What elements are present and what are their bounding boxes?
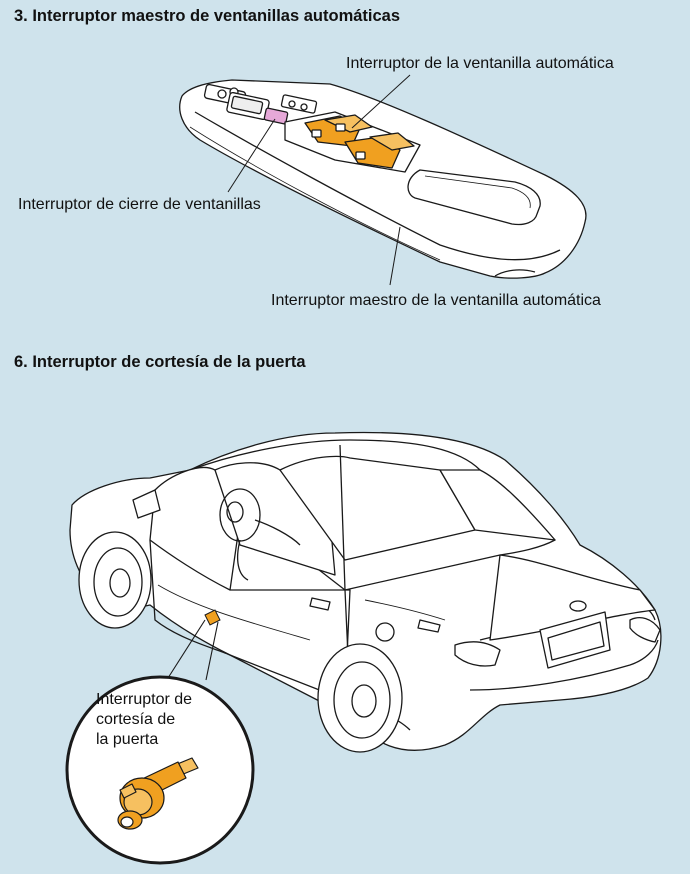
side-mirror [132,489,161,519]
panel-body [179,79,587,279]
callout-connector [167,619,219,681]
courtesy-label-line-3: la puerta [96,731,159,748]
leader-lines-3 [227,74,411,286]
license-plate [539,611,611,669]
auto-window-switch-label: Interruptor de la ventanilla automática [346,55,614,72]
front-wheel [78,531,152,629]
door-courtesy-switch-icon [117,757,199,830]
section-6-heading: 6. Interruptor de cortesía de la puerta [14,353,306,371]
rear-wheel [317,643,403,753]
master-switch-label: Interruptor maestro de la ventanilla aut… [271,292,601,309]
window-switch-panel [179,79,587,279]
auto-window-switches [304,114,415,169]
panel-recess [407,169,541,226]
front-door-window [214,462,336,576]
courtesy-switch-label: Interruptor de cortesía de la puerta [96,690,236,750]
tail-light-left [454,641,501,667]
courtesy-label-line-1: Interruptor de [96,691,193,708]
window-lock-switch [263,107,289,125]
window-lock-switch-label: Interruptor de cierre de ventanillas [18,196,261,213]
front-door [149,539,351,701]
mirror-knob-icon [217,89,227,99]
tail-light-right [629,617,661,643]
door-courtesy-switch-location [204,609,221,626]
courtesy-label-line-2: cortesía de [96,711,176,728]
courtesy-switch-callout [65,675,255,865]
sedan-car [69,431,662,753]
section-3-heading: 3. Interruptor maestro de ventanillas au… [14,7,401,25]
